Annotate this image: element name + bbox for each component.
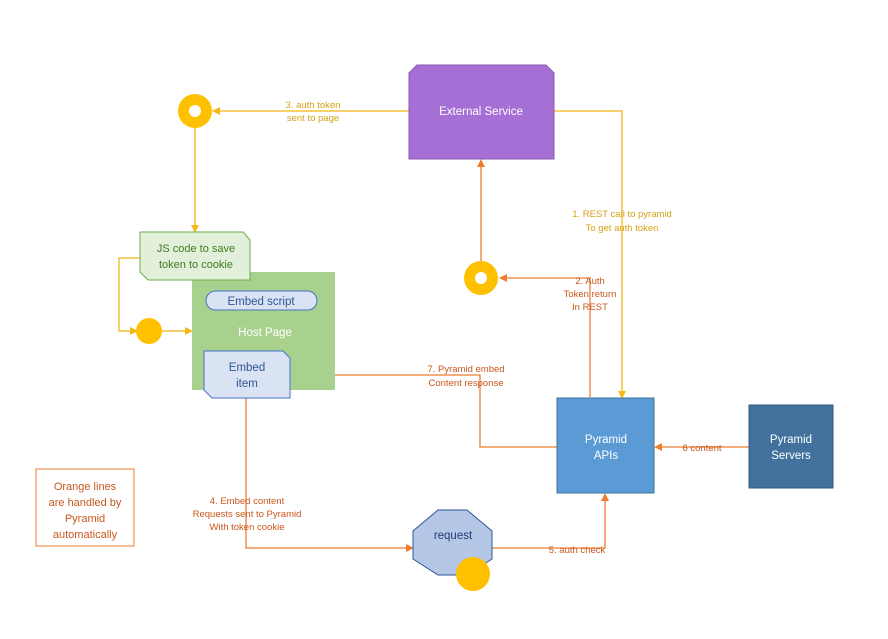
svg-text:Orange lines: Orange lines [54,481,117,493]
edge-5-label: 5. auth check [549,545,606,556]
svg-text:Content response: Content response [429,378,504,389]
pyramid-servers-label-line2: Servers [771,450,811,462]
pyramid-apis-node: Pyramid APIs [556,397,655,494]
edge-2-label: 2. Auth Token return In REST [564,276,617,313]
host-page-label: Host Page [238,327,292,339]
svg-text:4. Embed content: 4. Embed content [210,496,285,507]
connector-dot-token-return [464,261,498,295]
svg-text:To get auth token: To get auth token [586,223,659,234]
edge-4-embed-request-line [245,398,414,552]
svg-text:2. Auth: 2. Auth [575,276,605,287]
svg-text:3. auth token: 3. auth token [286,100,341,111]
edge-7-label: 7. Pyramid embed Content response [427,364,504,389]
pyramid-servers-label-line1: Pyramid [770,434,812,446]
svg-text:5. auth check: 5. auth check [549,545,606,556]
embed-script-node: Embed script [205,290,318,311]
pyramid-servers-node: Pyramid Servers [748,404,834,489]
connector-dot-request [456,557,490,591]
js-code-label-line1: JS code to save [157,243,235,255]
edge-1-label: 1. REST call to pyramid To get auth toke… [572,209,672,234]
svg-text:6 content: 6 content [682,443,721,454]
external-service-node: External Service [408,64,555,160]
svg-text:In REST: In REST [572,302,608,313]
svg-text:With token cookie: With token cookie [210,522,285,533]
embed-item-label-line1: Embed [229,362,265,374]
edge-6-label: 6 content [682,443,721,454]
svg-text:Token return: Token return [564,289,617,300]
edge-4-label: 4. Embed content Requests sent to Pyrami… [193,496,302,533]
edge-2-token-return-line [499,274,591,397]
edge-3-label: 3. auth token sent to page [286,100,341,124]
embed-script-label: Embed script [227,296,295,308]
svg-text:sent to page: sent to page [287,113,339,124]
edge-5-auth-check-line [492,493,609,549]
svg-text:Requests sent to Pyramid: Requests sent to Pyramid [193,509,302,520]
connector-dot-auth-token [178,94,212,128]
svg-text:1. REST call to pyramid: 1. REST call to pyramid [572,209,672,220]
js-code-to-dot-line [118,257,140,335]
embed-item-label-line2: item [236,378,258,390]
svg-text:Pyramid: Pyramid [65,513,105,525]
edge-7-embed-response-line [289,371,557,448]
connector-dot-cookie [136,318,162,344]
pyramid-apis-label-line2: APIs [594,450,619,462]
svg-text:are handled by: are handled by [49,497,122,509]
js-code-node: JS code to save token to cookie [139,231,251,281]
svg-text:7. Pyramid embed: 7. Pyramid embed [427,364,504,375]
request-label: request [434,530,473,542]
external-service-label: External Service [439,106,523,118]
edge-1-rest-call-line [554,110,626,399]
embed-item-node: Embed item [203,350,291,399]
js-code-label-line2: token to cookie [159,259,233,271]
svg-text:automatically: automatically [53,529,118,541]
legend-note: Orange lines are handled by Pyramid auto… [35,468,135,547]
pyramid-apis-label-line1: Pyramid [585,434,627,446]
